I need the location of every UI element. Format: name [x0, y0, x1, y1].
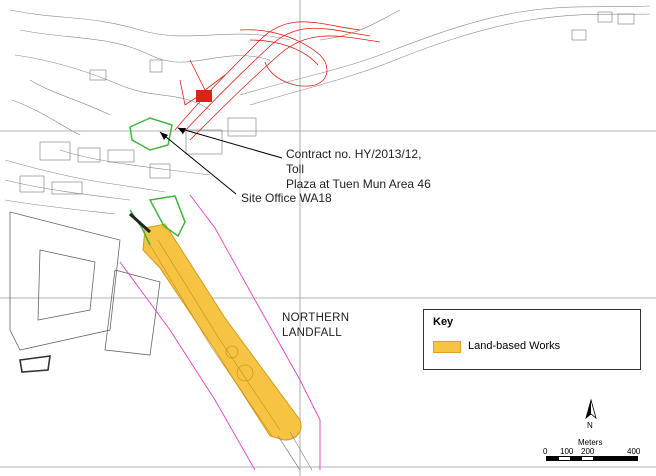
reclamation-area: [9, 211, 161, 373]
scale-tick-label: 0: [543, 447, 548, 456]
bridge-lines: [277, 431, 313, 471]
site-office-annotation: Site Office WA18: [241, 191, 332, 205]
arrow-head-site-office: [160, 132, 168, 140]
key-title: Key: [433, 316, 454, 328]
scale-bar: [546, 456, 638, 461]
built-up-blocks: [19, 11, 635, 195]
scale-tick-label: 400: [627, 447, 641, 456]
red-works-block: [196, 90, 212, 102]
north-arrow-icon: [585, 398, 597, 420]
works-edge: [128, 212, 152, 234]
contract-annotation: Contract no. HY/2013/12, Toll Plaza at T…: [286, 147, 431, 191]
scale-tick-label: 100: [560, 447, 574, 456]
leader-lines: [159, 127, 283, 195]
coastline-contours: [4, 5, 651, 215]
scale-tick-label: 200: [581, 447, 595, 456]
land-based-works: [142, 223, 302, 441]
scale-units-label: Meters: [578, 438, 603, 447]
key-item-label: Land-based Works: [468, 340, 561, 352]
magenta-boundary: [119, 194, 321, 471]
map-key: Key Land-based Works: [423, 309, 641, 370]
arrow-head-contract: [178, 128, 186, 134]
north-label: N: [587, 421, 593, 430]
northern-landfall-label: NORTHERN LANDFALL: [282, 312, 350, 339]
land-based-works-swatch: [433, 341, 461, 353]
red-road-works: [174, 21, 381, 141]
